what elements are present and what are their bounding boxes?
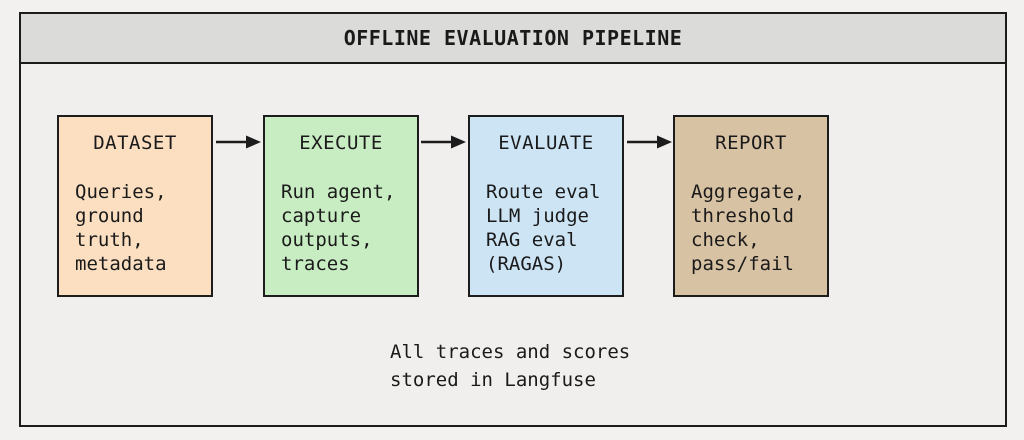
stage-execute: EXECUTE Run agent, capture outputs, trac… [263,115,419,297]
storage-note: All traces and scores stored in Langfuse [390,341,631,391]
stage-evaluate-title: EVALUATE [498,132,594,154]
stage-execute-body: Run agent, capture outputs, traces [281,181,396,275]
diagram-header: OFFLINE EVALUATION PIPELINE [21,14,1005,64]
stage-report: REPORT Aggregate, threshold check, pass/… [673,115,829,297]
stage-execute-title: EXECUTE [299,132,383,154]
stage-report-title: REPORT [715,132,787,154]
stage-evaluate-body: Route eval LLM judge RAG eval (RAGAS) [486,181,601,275]
right-arrow-icon [216,134,262,150]
stage-dataset-title: DATASET [93,132,177,154]
diagram-canvas: DATASET Queries, ground truth, metadata … [21,64,1005,427]
diagram-title: OFFLINE EVALUATION PIPELINE [343,26,683,50]
stage-dataset: DATASET Queries, ground truth, metadata [57,115,213,297]
stage-evaluate: EVALUATE Route eval LLM judge RAG eval (… [468,115,624,297]
right-arrow-icon [421,134,467,150]
stage-dataset-body: Queries, ground truth, metadata [75,181,167,275]
right-arrow-icon [627,134,673,150]
pipeline-diagram: OFFLINE EVALUATION PIPELINE DATASET Quer… [19,12,1007,427]
stage-report-body: Aggregate, threshold check, pass/fail [691,181,806,275]
